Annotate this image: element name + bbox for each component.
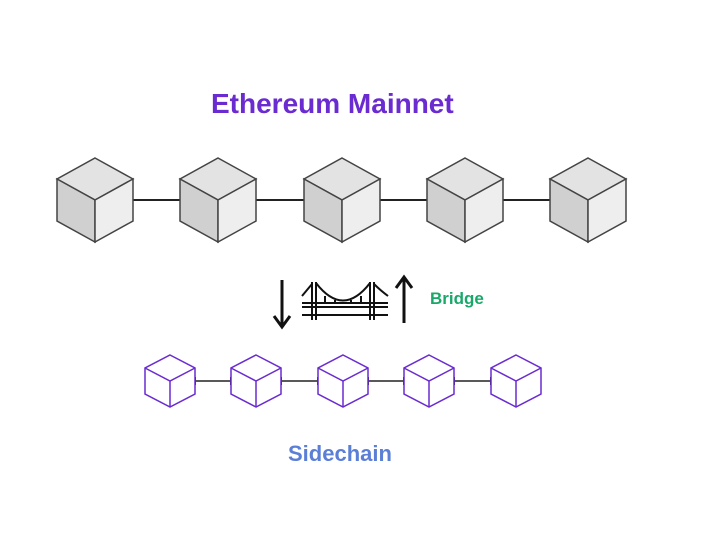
sidechain-link [194,377,232,385]
sidechain-link [280,377,319,385]
sidechain-block [230,354,282,408]
arrow-down-icon [272,280,292,330]
sidechain-chain [144,354,542,408]
arrow-up-icon [394,274,414,323]
mainnet-block [55,157,135,244]
mainnet-title: Ethereum Mainnet [211,88,454,119]
sidechain-block [490,354,542,408]
mainnet-block [302,157,382,244]
bridge-icon [301,282,389,320]
mainnet-block [425,157,505,244]
mainnet-block [178,157,258,244]
mainnet-block [548,157,628,244]
mainnet-chain [55,157,628,244]
sidechain-label: Sidechain [288,441,392,466]
sidechain-block [403,354,455,408]
sidechain-link [367,377,405,385]
sidechain-block [317,354,369,408]
sidechain-block [144,354,196,408]
sidechain-link [453,377,492,385]
bridge-label: Bridge [430,289,484,308]
